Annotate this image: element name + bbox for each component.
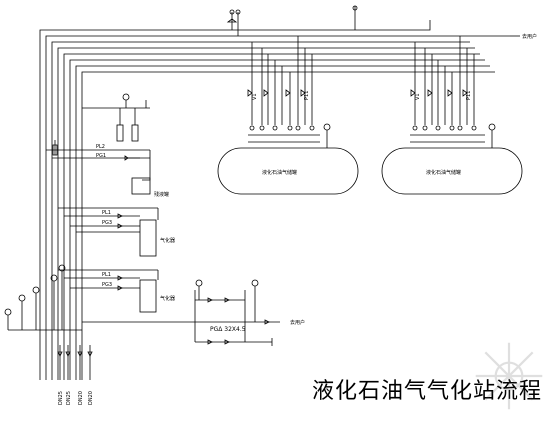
tank1-drop-lines bbox=[251, 36, 313, 125]
tank2-drop-lines bbox=[414, 36, 475, 125]
label-top-right: 去用户 bbox=[522, 33, 537, 40]
drop-valves bbox=[247, 89, 477, 131]
main-manifold bbox=[82, 279, 280, 346]
diagram-title: 液化石油气气化站流程 bbox=[312, 379, 542, 404]
label-main-line: PGΔ 32X4.5 bbox=[210, 326, 246, 333]
tank-2 bbox=[381, 147, 523, 195]
vaporizer-group-1 bbox=[58, 207, 159, 257]
top-valve-cluster bbox=[226, 5, 358, 36]
tank-1 bbox=[217, 147, 359, 195]
watermark-logo-icon bbox=[475, 342, 543, 410]
left-gauges bbox=[4, 264, 82, 331]
label-pg1-top: PG1 bbox=[96, 153, 106, 159]
label-vaporizer-2: 气化器 bbox=[160, 295, 175, 302]
bottom-label-1: DN25 bbox=[58, 391, 64, 405]
label-pl1-low: PL1 bbox=[102, 272, 111, 278]
label-p11-b: P11 bbox=[466, 91, 472, 100]
pl2-pg1-lines bbox=[46, 140, 151, 195]
label-pl2-top: PL2 bbox=[96, 144, 105, 150]
tank-2-label: 液化石油气储罐 bbox=[426, 169, 461, 176]
tank-gauges bbox=[323, 123, 496, 148]
bottom-label-4: DN20 bbox=[88, 391, 94, 405]
vaporizer-group-2 bbox=[58, 269, 159, 313]
label-vaporizer-1: 气化器 bbox=[160, 237, 175, 244]
tank-1-label: 液化石油气储罐 bbox=[262, 169, 297, 176]
label-p11-a: P11 bbox=[304, 91, 310, 100]
left-vertical-bundle bbox=[39, 42, 83, 380]
label-pg3-mid: PG3 bbox=[102, 220, 112, 226]
bottom-label-2: DN25 bbox=[66, 391, 72, 405]
bottom-outlets bbox=[57, 345, 93, 380]
label-pl1-mid: PL1 bbox=[102, 210, 111, 216]
label-right-out: 去用户 bbox=[290, 319, 305, 326]
header-pipe-bundle bbox=[39, 20, 520, 84]
label-v1-b: V1 bbox=[415, 93, 421, 100]
bottom-label-3: DN20 bbox=[78, 391, 84, 405]
tank-stubs bbox=[248, 134, 485, 143]
label-box-top: 残液罐 bbox=[154, 191, 169, 198]
label-pg3-low: PG3 bbox=[102, 282, 112, 288]
label-v1-a: V1 bbox=[252, 93, 258, 100]
cylinder-group bbox=[82, 93, 150, 142]
